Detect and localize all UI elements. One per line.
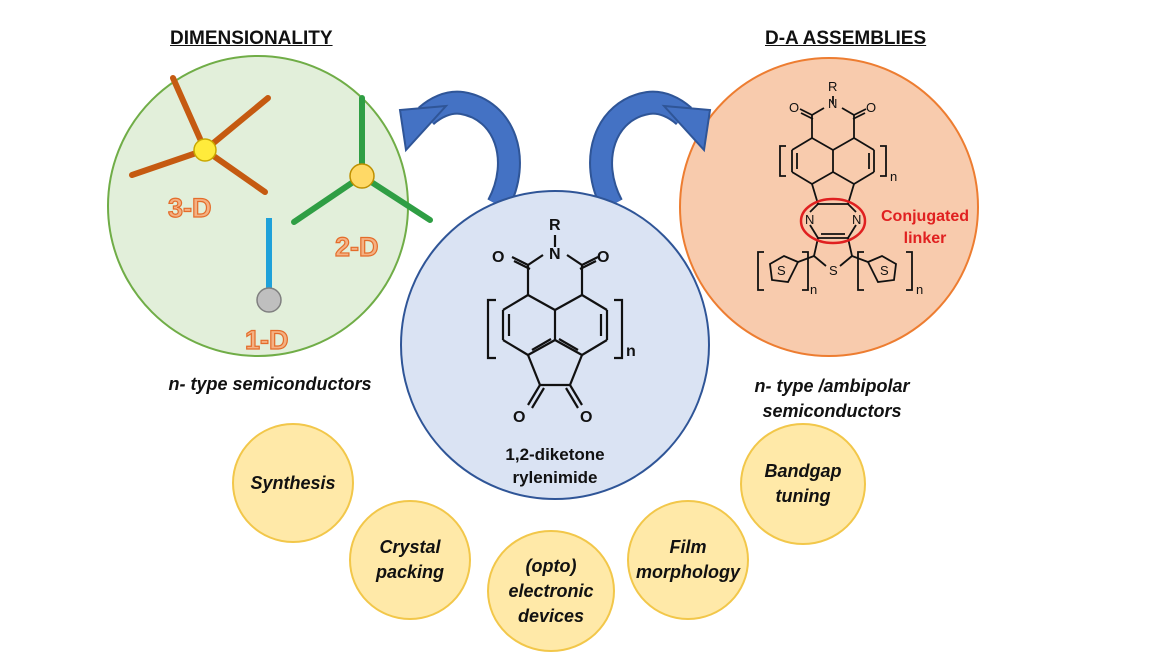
right-o-left-label: O bbox=[789, 100, 799, 115]
center-n-subscript: n bbox=[626, 343, 636, 360]
three-d-node bbox=[193, 138, 217, 162]
right-pyrazine-n-right: N bbox=[852, 212, 861, 227]
rylenimide-circle bbox=[400, 190, 710, 500]
center-o-bottom-right-label: O bbox=[580, 409, 592, 426]
left-caption: n- type semiconductors bbox=[168, 374, 372, 394]
right-o-right-label: O bbox=[866, 100, 876, 115]
center-o-left-label: O bbox=[492, 249, 504, 266]
right-caption-line2: semiconductors bbox=[762, 401, 902, 421]
two-d-label: 2-D bbox=[334, 231, 379, 262]
three-d-label: 3-D bbox=[167, 192, 212, 223]
arrow-to-d-a-assemblies bbox=[589, 90, 712, 211]
right-n-subscript-right: n bbox=[916, 282, 923, 297]
right-thiophene-s-left: S bbox=[777, 263, 786, 278]
core-name-line2: rylenimide bbox=[512, 468, 598, 487]
center-n-label: N bbox=[549, 246, 561, 263]
right-n-label: N bbox=[828, 96, 837, 111]
center-atom-labels: R N O O O O n bbox=[492, 217, 636, 426]
d-a-assemblies-circle bbox=[679, 57, 979, 357]
three-d-branch-icon bbox=[129, 75, 271, 195]
right-atom-labels: R N O O N N S S S n n n bbox=[777, 79, 923, 297]
center-r-label: R bbox=[549, 217, 561, 234]
conjugated-linker-highlight bbox=[799, 197, 867, 245]
right-n-subscript-left: n bbox=[810, 282, 817, 297]
right-thiophene-s-right: S bbox=[880, 263, 889, 278]
two-d-branch-icon bbox=[291, 95, 433, 225]
d-a-assembly-structure bbox=[757, 96, 913, 291]
d-a-assemblies-title: D-A ASSEMBLIES bbox=[765, 28, 927, 49]
diketone-rylenimide-structure bbox=[486, 235, 624, 409]
application-synthesis: Synthesis bbox=[232, 423, 354, 543]
center-o-right-label: O bbox=[597, 249, 609, 266]
two-d-node bbox=[349, 163, 375, 189]
right-caption-line1: n- type /ambipolar bbox=[754, 376, 910, 396]
right-n-subscript-top: n bbox=[890, 169, 897, 184]
dimensionality-title: DIMENSIONALITY bbox=[170, 28, 333, 49]
arrow-to-dimensionality bbox=[398, 90, 521, 211]
right-r-label: R bbox=[828, 79, 837, 94]
one-d-label: 1-D bbox=[244, 324, 289, 355]
one-d-node bbox=[256, 287, 282, 313]
right-thiophene-s-center: S bbox=[829, 263, 838, 278]
center-o-bottom-left-label: O bbox=[513, 409, 525, 426]
core-name-line1: 1,2-diketone bbox=[505, 445, 605, 464]
conjugated-linker-label-line1: Conjugated bbox=[881, 208, 969, 225]
conjugated-linker-label-line2: linker bbox=[903, 230, 947, 247]
right-pyrazine-n-left: N bbox=[805, 212, 814, 227]
